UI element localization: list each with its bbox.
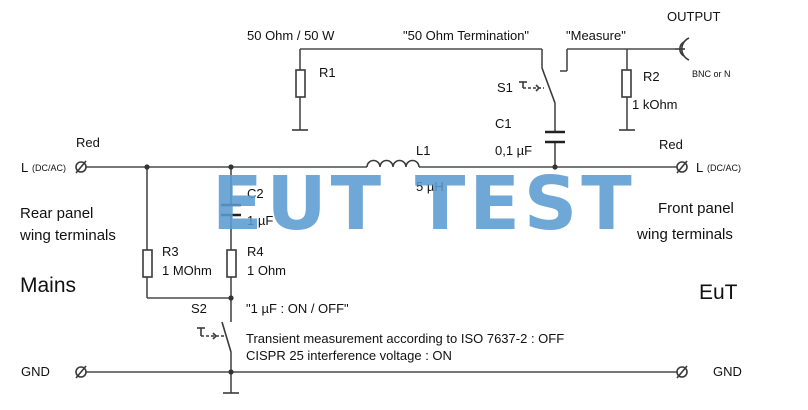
switch-s2 [197,321,232,353]
bnc-connector-icon [675,37,690,61]
gnd-right-label: GND [713,364,742,379]
junction-r3 [144,164,150,170]
terminal-l-left-icon [75,160,87,174]
mains-label: Mains [20,274,76,297]
eut-label: EuT [699,281,738,304]
inductor-l1 [366,159,420,168]
s2-arrow-icon [212,332,218,340]
junction-c1 [552,164,558,170]
front-panel-label: Front panel [658,200,734,217]
r2-value-label: 1 kOhm [632,97,678,112]
s2-blade [221,321,232,353]
wires [86,48,677,393]
junction-c2 [228,164,234,170]
switch-s1 [519,67,556,104]
l-left-sub-label: (DC/AC) [32,163,66,173]
l1-label: L1 [416,143,430,158]
resistor-r4 [226,249,237,278]
r1-label: R1 [319,65,336,80]
terminal-gnd-left-icon [75,365,87,379]
c2-label: C2 [247,186,264,201]
r4-value-label: 1 Ohm [247,263,286,278]
s2-label: S2 [191,301,207,316]
c2-value-label: 1 µF [247,213,273,228]
terminal-l-right-icon [676,160,688,174]
junction-gnd [228,369,234,375]
red-left-label: Red [76,135,100,150]
rear-panel-label: Rear panel [20,205,93,222]
gnd-left-label: GND [21,364,50,379]
junctions [144,164,558,375]
ground-symbols [223,129,635,394]
r4-label: R4 [247,244,264,259]
l-right-label: L [696,160,703,175]
front-panel-terminals-label: wing terminals [636,226,733,243]
junction-r4 [228,295,234,301]
output-label: OUTPUT [667,9,721,24]
l-left-label: L [21,160,28,175]
c1-value-label: 0,1 µF [495,143,532,158]
s1-blade [541,67,556,104]
rear-panel-terminals-label: wing terminals [19,227,116,244]
s1-label: S1 [497,80,513,95]
s1-arrow-icon [535,84,541,92]
watermark-text: EUT TEST [212,161,636,247]
r1-rating-label: 50 Ohm / 50 W [247,28,335,43]
terminal-gnd-right-icon [676,365,688,379]
measure-label: "Measure" [566,28,626,43]
capacitor-c2 [221,203,241,217]
capacitor-c1 [545,130,565,144]
s2-mode-label: "1 µF : ON / OFF" [246,301,349,316]
l1-value-label: 5 µH [416,179,444,194]
resistor-r3 [142,249,153,278]
red-right-label: Red [659,137,683,152]
l-right-sub-label: (DC/AC) [707,163,741,173]
r3-label: R3 [162,244,179,259]
resistor-r2 [621,69,632,98]
termination-label: "50 Ohm Termination" [403,28,529,43]
bnc-label: BNC or N [692,69,731,79]
r2-label: R2 [643,69,660,84]
c1-label: C1 [495,116,512,131]
note-transient-label: Transient measurement according to ISO 7… [246,331,564,346]
resistor-r1 [295,69,306,98]
r3-value-label: 1 MOhm [162,263,212,278]
note-cispr-label: CISPR 25 interference voltage : ON [246,348,452,363]
